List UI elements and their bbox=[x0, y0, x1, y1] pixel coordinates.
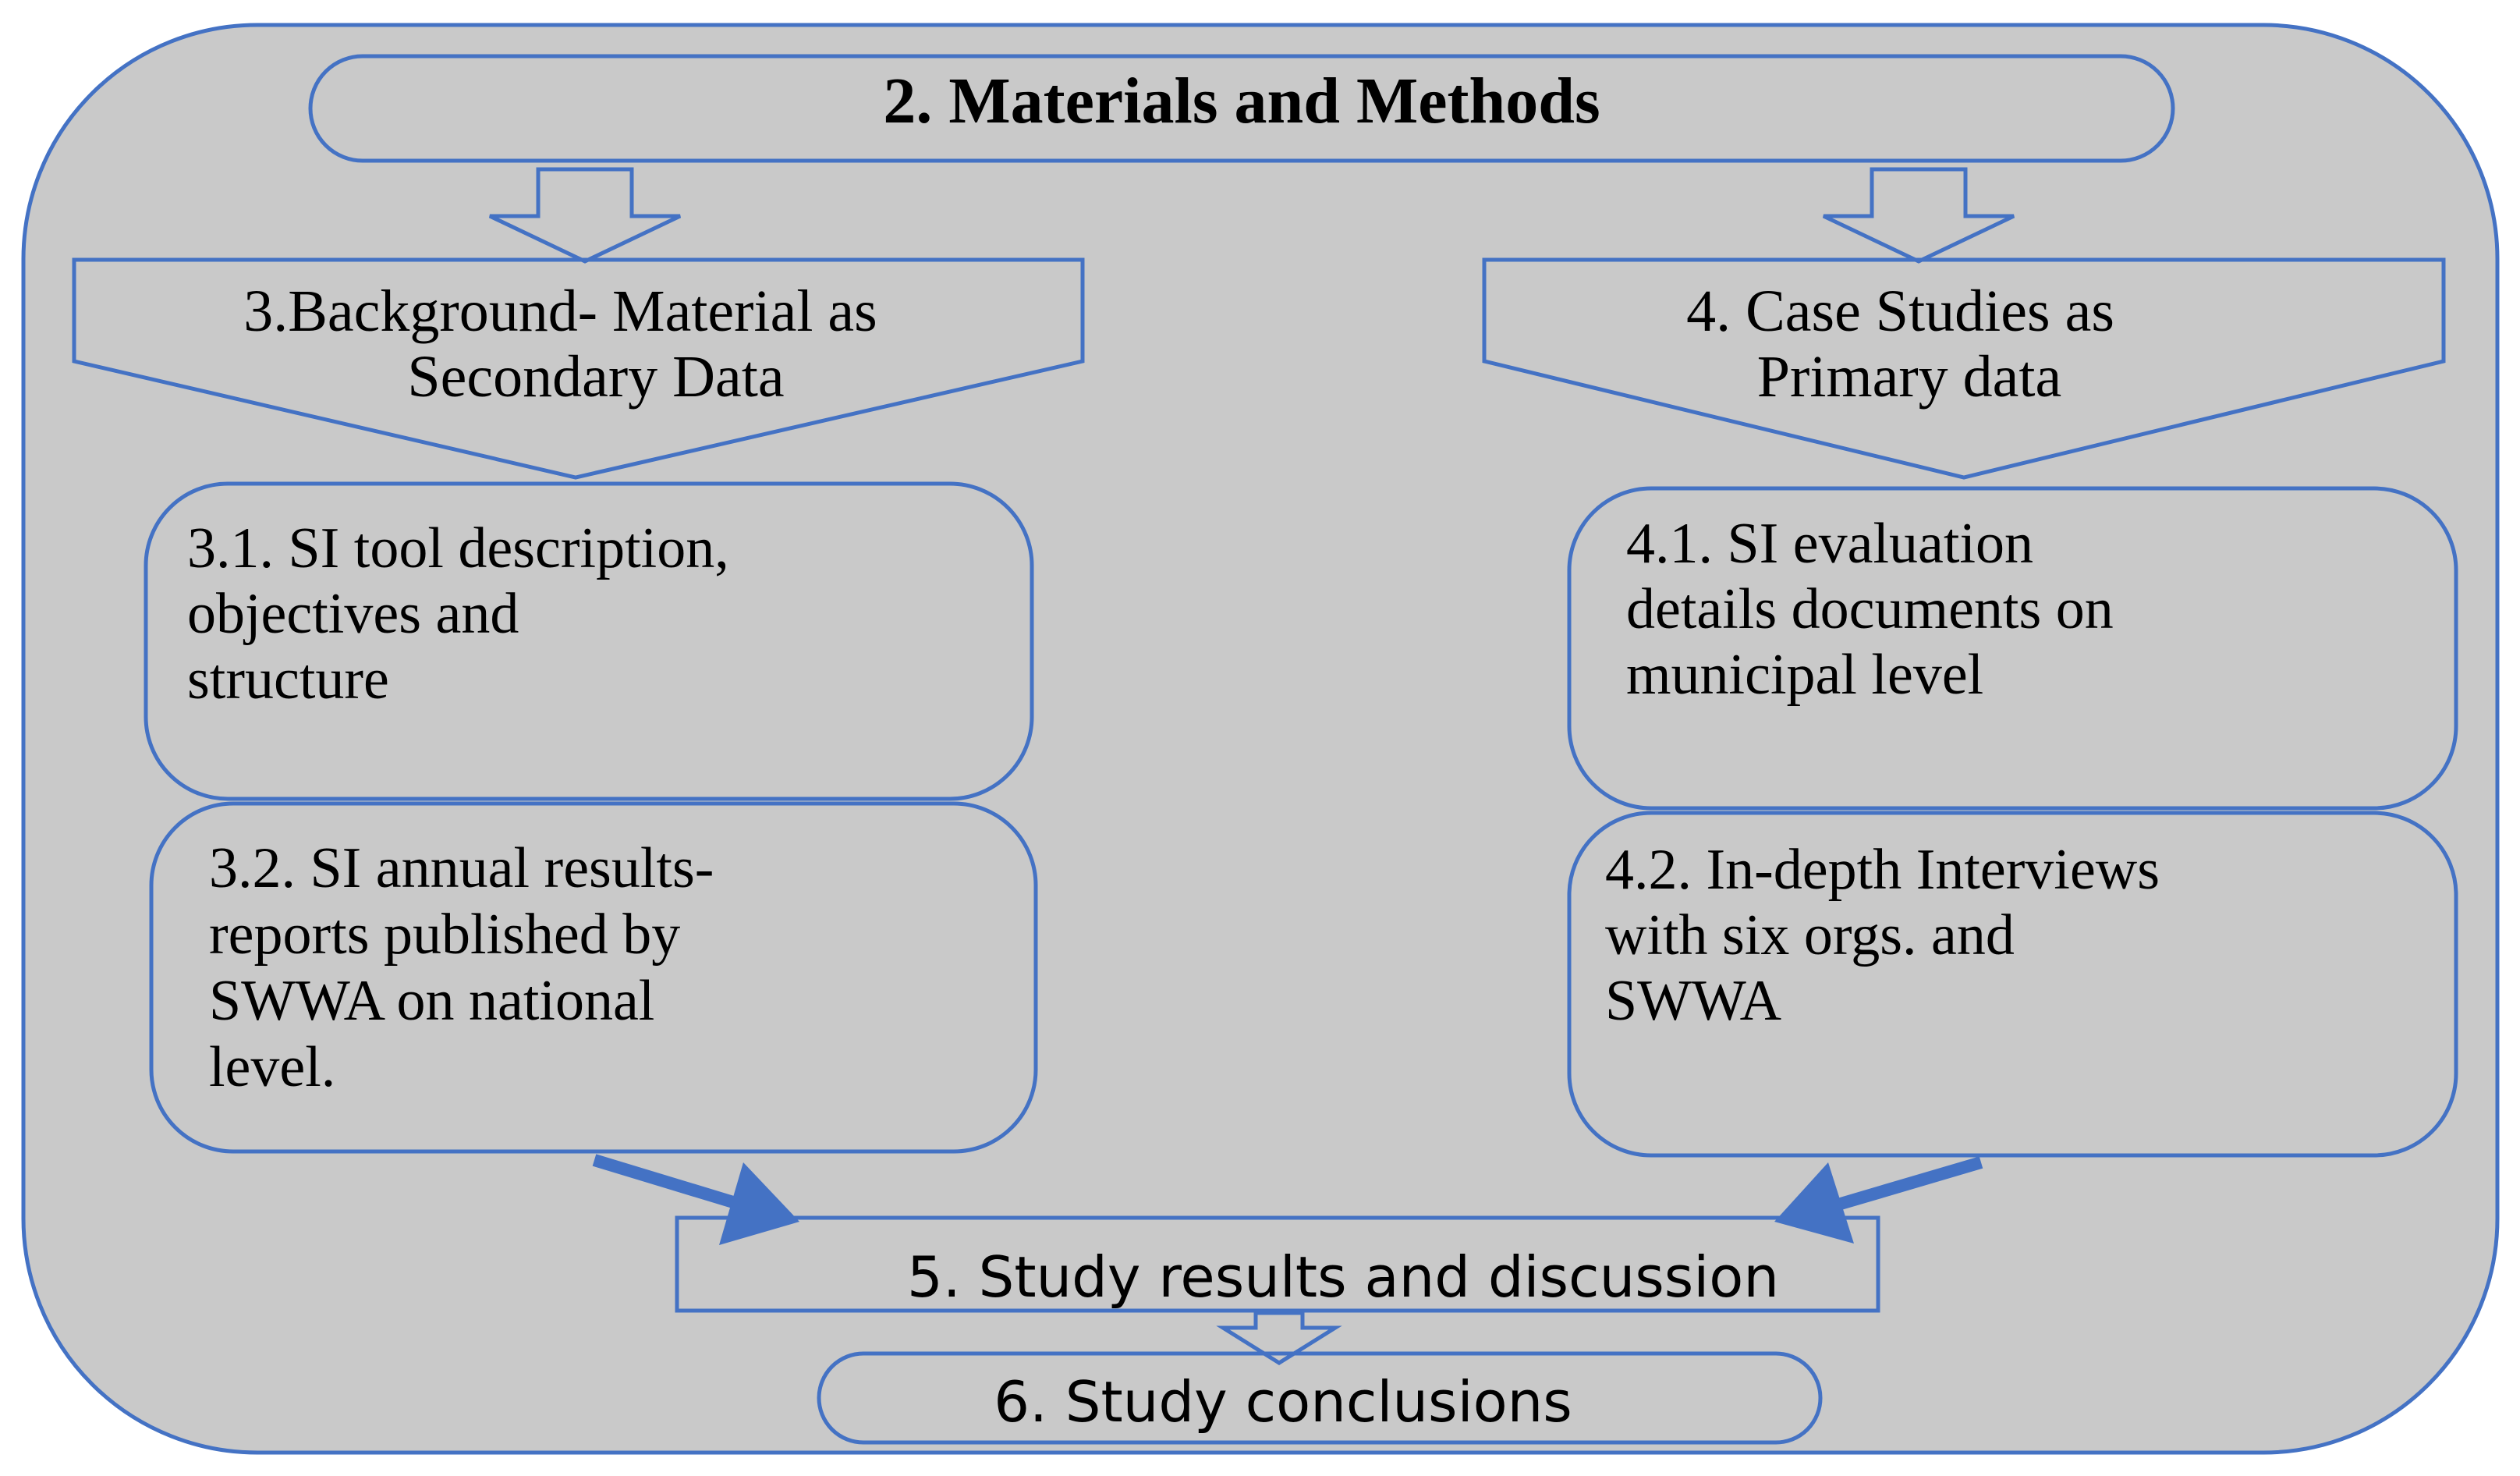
box-3-2-line-3: SWWA on national bbox=[209, 969, 654, 1033]
conclusions-text: 6. Study conclusions bbox=[994, 1369, 1572, 1435]
right-heading-line-1: 4. Case Studies as bbox=[1686, 279, 2114, 344]
right-branch-heading-text: 4. Case Studies as Primary data bbox=[1686, 279, 2129, 410]
right-box-4-1-text: 4.1. SI evaluation details documents on … bbox=[1626, 512, 2128, 707]
right-heading-line-2: Primary data bbox=[1757, 344, 2061, 410]
right-box-4-2-text: 4.2. In-depth Interviews with six orgs. … bbox=[1605, 838, 2174, 1033]
box-4-2-line-1: 4.2. In-depth Interviews bbox=[1605, 838, 2160, 902]
left-to-results-arrow bbox=[592, 1154, 799, 1245]
left-box-3-1 bbox=[144, 481, 1034, 801]
down-arrow-to-conclusions bbox=[1216, 1311, 1342, 1365]
box-4-2-line-3: SWWA bbox=[1605, 969, 1781, 1033]
box-4-1-line-3: municipal level bbox=[1626, 643, 1983, 707]
left-branch-heading-shape bbox=[72, 257, 1085, 480]
left-heading-line-2: Secondary Data bbox=[407, 344, 784, 410]
left-heading-line-1: 3.Background- Material as bbox=[243, 279, 877, 344]
right-branch-heading-shape bbox=[1482, 257, 2446, 480]
left-branch-heading-text: 3.Background- Material as Secondary Data bbox=[243, 279, 892, 410]
left-box-3-2-text: 3.2. SI annual results- reports publishe… bbox=[209, 836, 728, 1099]
left-box-3-1-text: 3.1. SI tool description, objectives and… bbox=[187, 516, 743, 711]
right-box-4-2 bbox=[1567, 811, 2458, 1158]
conclusions-box bbox=[817, 1351, 1823, 1445]
box-3-2-line-4: level. bbox=[209, 1035, 335, 1099]
box-3-2-line-2: reports published by bbox=[209, 903, 680, 967]
box-3-1-line-3: structure bbox=[187, 648, 389, 711]
title-text: 2. Materials and Methods bbox=[883, 65, 1600, 137]
results-box bbox=[675, 1215, 1880, 1313]
box-4-2-line-2: with six orgs. and bbox=[1605, 903, 2015, 967]
right-box-4-1 bbox=[1567, 486, 2458, 811]
down-arrow-right bbox=[1822, 167, 2015, 264]
outer-frame bbox=[21, 23, 2500, 1455]
box-3-2-line-1: 3.2. SI annual results- bbox=[209, 836, 714, 900]
box-4-1-line-1: 4.1. SI evaluation bbox=[1626, 512, 2033, 576]
title-box bbox=[308, 54, 2175, 163]
right-to-results-arrow bbox=[1774, 1156, 1983, 1244]
left-box-3-2 bbox=[149, 801, 1038, 1154]
results-text: 5. Study results and discussion bbox=[907, 1244, 1779, 1310]
box-3-1-line-2: objectives and bbox=[187, 582, 519, 646]
box-3-1-line-1: 3.1. SI tool description, bbox=[187, 516, 729, 580]
down-arrow-left bbox=[488, 167, 682, 264]
box-4-1-line-2: details documents on bbox=[1626, 577, 2114, 641]
